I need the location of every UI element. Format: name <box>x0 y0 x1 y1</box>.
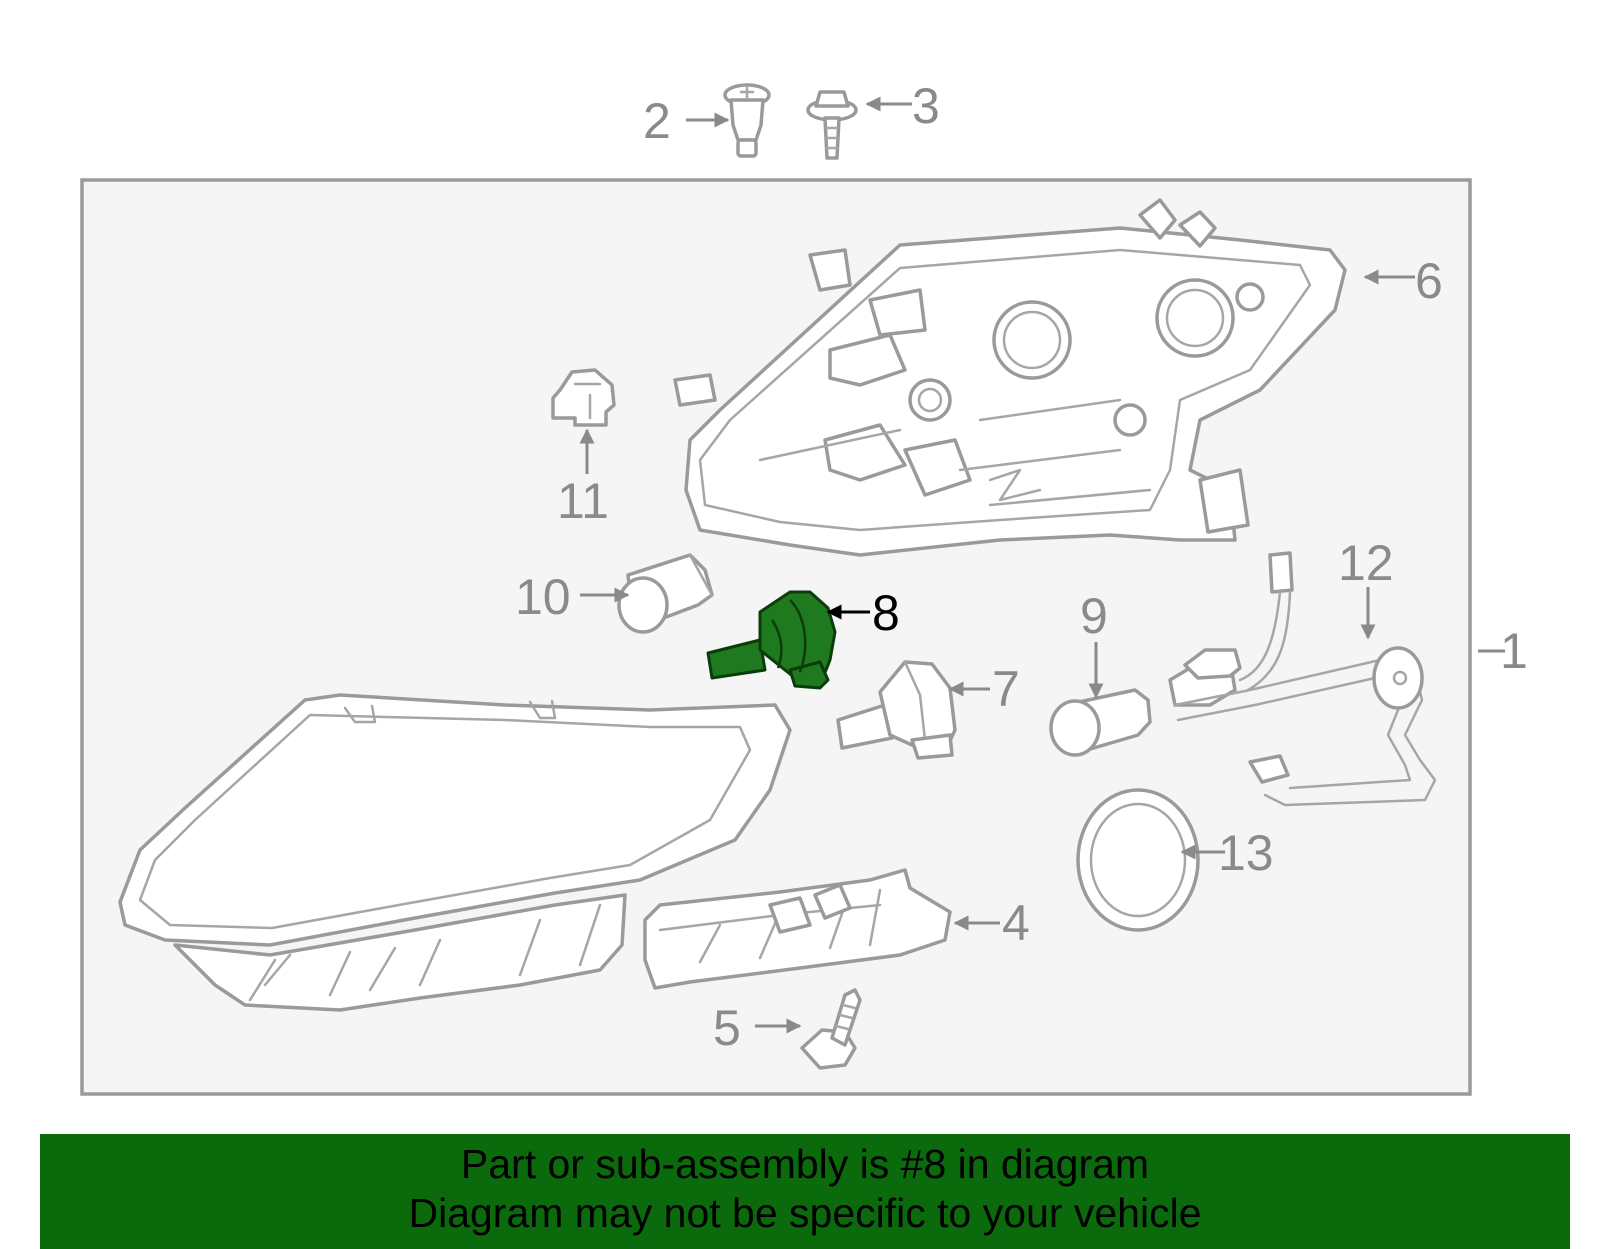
caption-banner: Part or sub-assembly is #8 in diagram Di… <box>40 1134 1570 1249</box>
callout-4: 4 <box>1002 895 1030 951</box>
callout-3: 3 <box>912 78 940 134</box>
callout-5: 5 <box>713 1000 741 1056</box>
callout-7: 7 <box>992 661 1020 717</box>
part-10-bulb[interactable] <box>617 553 714 634</box>
callout-10: 10 <box>515 569 571 625</box>
caption-line-2: Diagram may not be specific to your vehi… <box>408 1190 1202 1236</box>
part-11-socket[interactable] <box>551 368 616 427</box>
headlamp-lens[interactable] <box>118 693 792 1012</box>
part-9-bulb[interactable] <box>1049 688 1152 757</box>
part-8-headlamp-bulb[interactable] <box>706 590 837 690</box>
callout-8-highlighted: 8 <box>872 585 900 641</box>
part-7-bulb[interactable] <box>836 660 957 760</box>
part-5-screw[interactable] <box>800 988 862 1070</box>
callout-1: 1 <box>1500 623 1528 679</box>
part-12-wiring-harness[interactable] <box>1168 551 1437 807</box>
callout-9: 9 <box>1080 588 1108 644</box>
leader-lines <box>579 96 1505 1034</box>
parts-diagram: 2 3 6 11 10 8 9 12 1 7 13 4 5 <box>80 78 1528 1096</box>
part-4-bracket[interactable] <box>643 868 952 990</box>
callout-12: 12 <box>1338 535 1394 591</box>
part-3-bolt[interactable] <box>806 90 858 160</box>
part-13-seal-ring[interactable] <box>1076 788 1200 932</box>
caption-line-1: Part or sub-assembly is #8 in diagram <box>460 1141 1150 1187</box>
callout-11: 11 <box>557 473 609 529</box>
callout-6: 6 <box>1415 253 1443 309</box>
callout-13: 13 <box>1218 825 1274 881</box>
part-6-headlamp-housing[interactable] <box>673 198 1347 557</box>
part-2-clip[interactable] <box>723 83 771 158</box>
callout-2: 2 <box>643 93 671 149</box>
